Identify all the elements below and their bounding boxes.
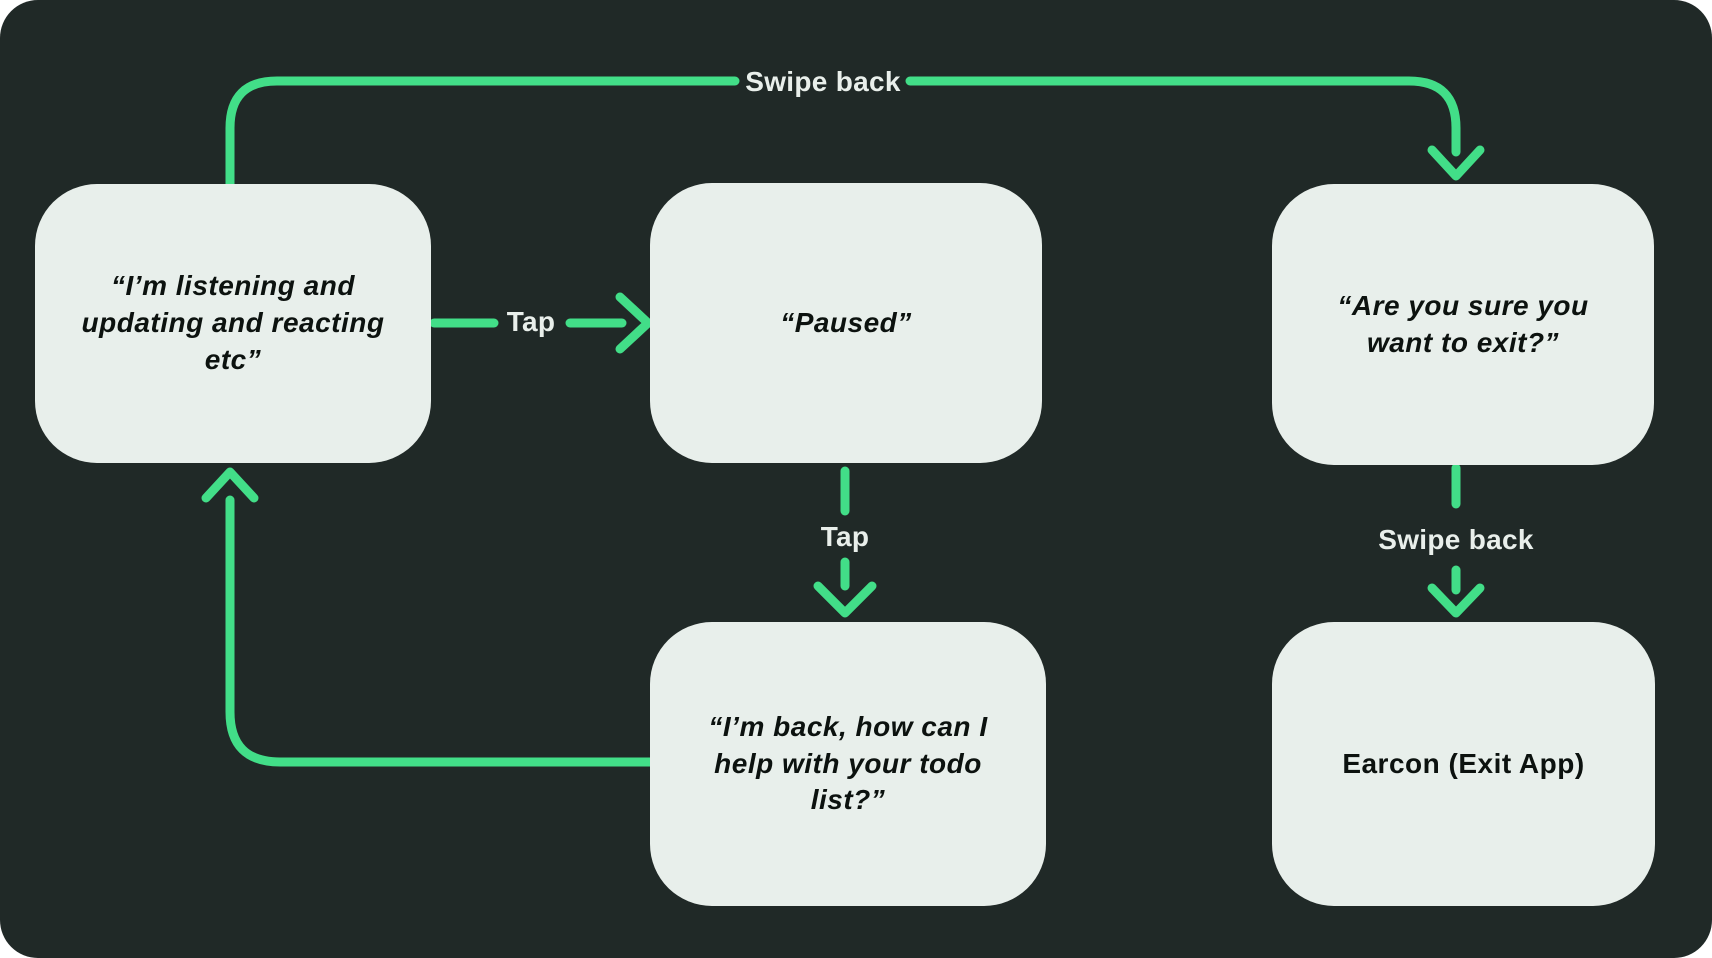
- node-earcon-label: Earcon (Exit App): [1342, 747, 1585, 779]
- arrowhead-down-icon: [813, 581, 877, 618]
- edge-line: [225, 76, 740, 189]
- node-paused-label: “Paused”: [780, 306, 912, 338]
- edge-swipe-back-right: [1427, 463, 1485, 618]
- node-listening: “I’m listening and updating and reacting…: [35, 184, 431, 463]
- edge-label-tap-right: Tap: [506, 306, 556, 337]
- node-earcon-exit-app: Earcon (Exit App): [1272, 622, 1655, 906]
- node-exit-confirm: “Are you sure you want to exit?”: [1272, 184, 1654, 465]
- edge-line: [905, 76, 1461, 157]
- arrowhead-right-icon: [615, 292, 653, 354]
- node-listening-label: “I’m listening and updating and reacting…: [81, 270, 385, 375]
- node-back: “I’m back, how can I help with your todo…: [650, 622, 1046, 906]
- edge-return-loop: [201, 467, 655, 767]
- arrowhead-up-icon: [201, 467, 259, 503]
- arrowhead-down-icon: [1427, 583, 1485, 618]
- node-paused: “Paused”: [650, 183, 1042, 463]
- arrowhead-down-icon: [1427, 145, 1485, 181]
- edge-tap-down: [813, 466, 877, 618]
- node-back-label: “I’m back, how can I help with your todo…: [708, 710, 988, 816]
- edge-label-swipe-back-top: Swipe back: [745, 66, 901, 97]
- edge-label-tap-down: Tap: [820, 521, 870, 552]
- edge-swipe-back-top: [225, 76, 1485, 189]
- edge-tap-right: [429, 292, 653, 354]
- edge-label-swipe-back-right: Swipe back: [1378, 524, 1534, 555]
- node-exit-confirm-label: “Are you sure you want to exit?”: [1337, 289, 1589, 358]
- edge-line: [225, 495, 655, 767]
